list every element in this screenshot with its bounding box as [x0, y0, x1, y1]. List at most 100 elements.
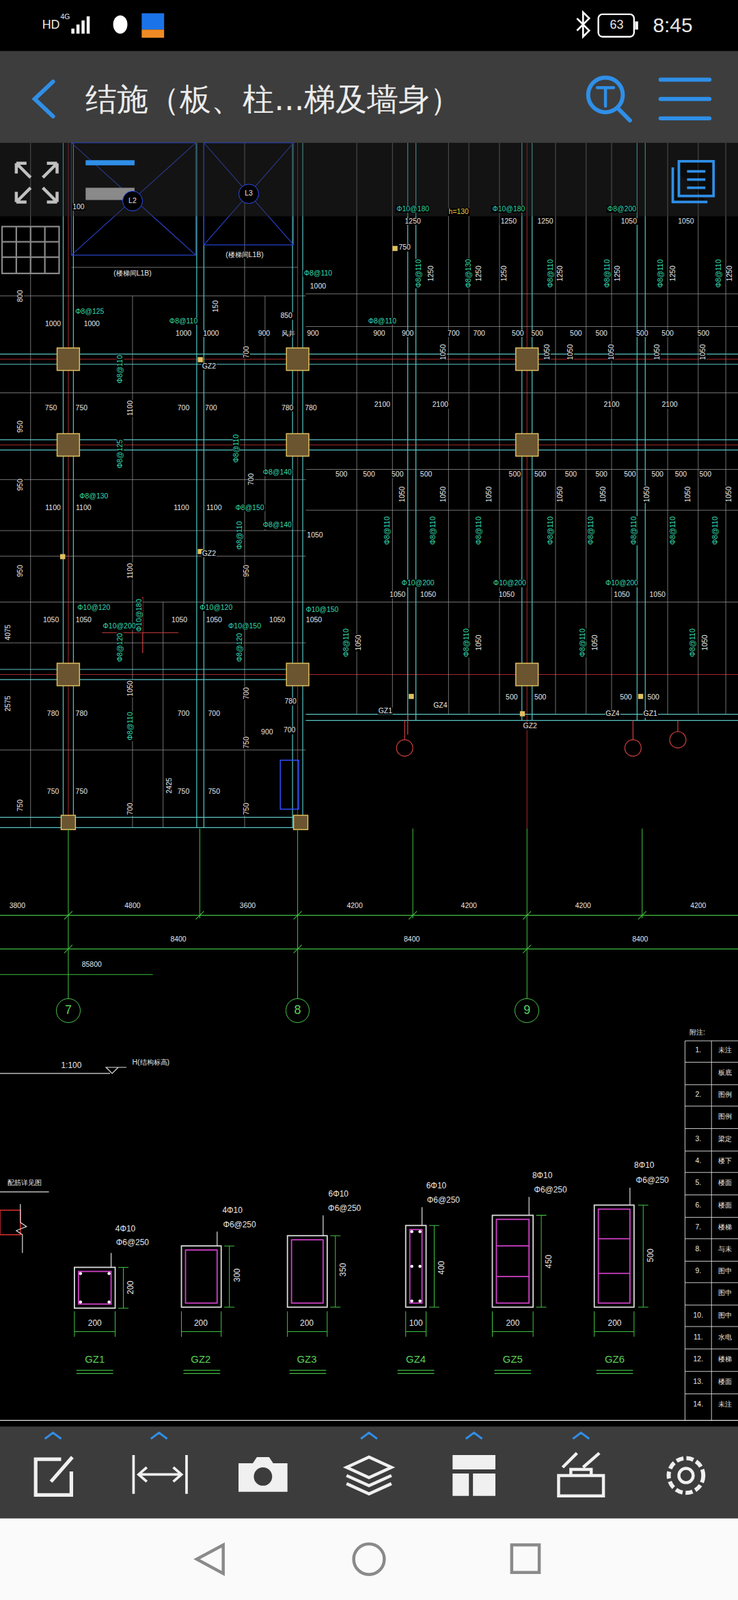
dimension-text: 1050 — [75, 616, 93, 624]
view-icons — [16, 163, 58, 203]
section-details — [291, 1238, 324, 1303]
toolbar-overlay — [0, 142, 738, 216]
drawing-label: 风井 — [280, 330, 296, 337]
dimension-text: 1250 — [475, 264, 483, 282]
dimension-text: 750 — [243, 801, 251, 815]
dimension-text: 8400 — [403, 935, 421, 943]
plan-grid — [0, 142, 738, 829]
rebar-label: Φ10@180 — [395, 205, 430, 213]
rebar-label: Φ8@130 — [78, 492, 109, 500]
plan-grid — [57, 347, 539, 829]
toolbar-icons — [253, 1466, 272, 1485]
drawing-label: 3. — [694, 1135, 702, 1142]
axis-bubble: 9 — [514, 997, 540, 1023]
dimension-text: 200 — [193, 1318, 209, 1328]
dimension-text: 3800 — [8, 901, 26, 909]
dimension-text: 1050 — [440, 485, 447, 503]
status-icons — [141, 12, 164, 30]
drawing-label: 与未 — [717, 1245, 733, 1252]
dimension-text: 800 — [17, 289, 24, 303]
toolbar-icons — [678, 1467, 693, 1482]
plan-grid — [638, 693, 644, 699]
status-icons — [576, 12, 590, 37]
section-details — [107, 1299, 111, 1303]
section-details — [496, 1238, 630, 1276]
drawing-label: (楼梯间L1B) — [112, 269, 153, 277]
rebar-label: Φ10@200 — [102, 622, 137, 630]
stair-callout-circle: L2 — [122, 190, 143, 212]
plan-grid — [286, 347, 309, 371]
plan-grid — [396, 739, 413, 756]
dimension-text: 500 — [635, 330, 649, 337]
axis-number: 8 — [294, 1003, 302, 1017]
app-bar-icons — [34, 77, 710, 121]
dimension-text: 1050 — [620, 217, 638, 225]
drawing-label: 1. — [694, 1046, 702, 1054]
drawing-label: 7. — [694, 1222, 702, 1230]
dimension-text: 1050 — [355, 633, 363, 651]
section-details — [0, 1066, 738, 1420]
dimension-text: 500 — [530, 330, 544, 337]
dimension-text: 200 — [299, 1318, 315, 1328]
dimension-text: 2575 — [4, 694, 12, 713]
section-details — [594, 1204, 635, 1306]
rebar-label: Φ6@250 — [327, 1204, 362, 1213]
rebar-label: Φ8@110 — [712, 515, 719, 545]
dimension-text: 1250 — [614, 264, 622, 282]
dimension-text: 2100 — [660, 401, 678, 408]
dimension-text: 1000 — [202, 330, 220, 337]
dimension-text: 1050 — [677, 217, 695, 225]
dimension-text: 700 — [176, 403, 190, 411]
dimension-text: 4075 — [4, 623, 12, 641]
dimension-text: 500 — [699, 470, 713, 477]
drawing-label: (楼梯间L1B) — [224, 251, 265, 259]
dimension-text: 500 — [334, 470, 348, 477]
dimension-text: 500 — [650, 470, 664, 477]
section-details — [79, 1229, 422, 1303]
dimension-text: 1100 — [127, 399, 134, 416]
column-tag: GZ4 — [432, 701, 448, 709]
rebar-label: Φ8@110 — [343, 627, 350, 657]
axis-number: 9 — [523, 1003, 531, 1017]
column-tag: GZ1 — [377, 707, 393, 715]
section-details — [107, 1271, 111, 1274]
drawing-label: 楼面 — [717, 1178, 733, 1186]
status-icons — [71, 12, 638, 38]
section-details — [418, 1229, 421, 1233]
dimension-text: 1050 — [556, 485, 564, 503]
dimension-text: 950 — [17, 419, 24, 433]
dimension-text: 150 — [212, 299, 220, 313]
dimension-text: 1100 — [127, 562, 134, 579]
rebar-label: Φ6@250 — [635, 1176, 670, 1185]
nav-icons — [196, 1543, 224, 1573]
dimension-text: 700 — [204, 403, 218, 411]
drawing-label: 板底 — [717, 1068, 733, 1076]
rebar-label: Φ8@110 — [546, 515, 554, 545]
rebar-label: Φ10@150 — [304, 606, 339, 613]
drawing-label: 13. — [692, 1377, 705, 1385]
drawing-label: 12. — [692, 1355, 705, 1362]
dimension-text: 500 — [419, 470, 433, 477]
dimension-text: 500 — [623, 470, 637, 477]
dimension-text: 1000 — [44, 320, 62, 328]
dimension-text: 1250 — [726, 264, 734, 282]
status-text: 4G — [60, 13, 72, 21]
plan-grid — [0, 142, 738, 829]
dimension-text: 750 — [397, 243, 411, 251]
view-icons — [85, 159, 135, 165]
dimension-text: 780 — [304, 403, 318, 411]
rebar-label: Φ8@110 — [116, 353, 124, 384]
section-details — [74, 1204, 649, 1336]
section-details — [410, 1229, 413, 1233]
section-details — [78, 1270, 112, 1304]
dimension-text: 500 — [362, 470, 376, 477]
dimension-text: 750 — [243, 735, 251, 749]
rebar-label: Φ8@140 — [262, 521, 293, 529]
rebar-label: Φ8@110 — [384, 515, 391, 545]
app-title: 结施（板、柱...梯及墙身） — [85, 81, 462, 117]
dimension-text: 1050 — [725, 485, 732, 503]
dimension-text: 500 — [390, 470, 404, 477]
dimension-text: 1250 — [668, 264, 676, 282]
notes-table — [684, 1040, 738, 1420]
dimension-text: 500 — [594, 330, 608, 337]
